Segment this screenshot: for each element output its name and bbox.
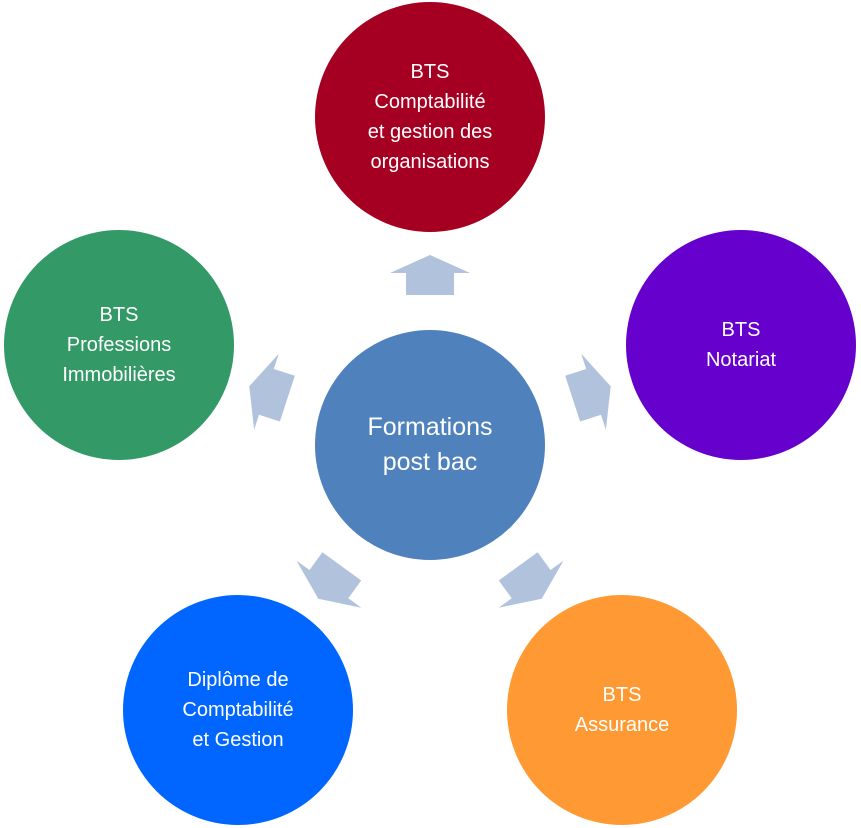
arrow-right-icon: [565, 353, 611, 430]
node-label: BTS Professions Immobilières: [62, 304, 176, 386]
arrow-down-left-icon: [296, 552, 362, 608]
center-node: Formations post bac: [315, 330, 545, 560]
node-bts-assurance: BTS Assurance: [507, 595, 737, 825]
arrow-down-right-icon: [498, 552, 564, 608]
node-bts-pi: BTS Professions Immobilières: [4, 230, 234, 460]
node-label: Diplôme de Comptabilité et Gestion: [182, 669, 294, 751]
node-bts-notariat: BTS Notariat: [626, 230, 856, 460]
node-label: BTS Notariat: [705, 319, 777, 371]
node-dcg: Diplôme de Comptabilité et Gestion: [123, 595, 353, 825]
arrow-left-icon: [249, 353, 295, 430]
node-label: BTS Comptabilité et gestion des organisa…: [367, 61, 493, 173]
center-label: Formations post bac: [367, 413, 493, 476]
node-label: BTS Assurance: [574, 684, 670, 736]
node-bts-cgo: BTS Comptabilité et gestion des organisa…: [315, 2, 545, 232]
arrow-up-icon: [390, 255, 470, 295]
